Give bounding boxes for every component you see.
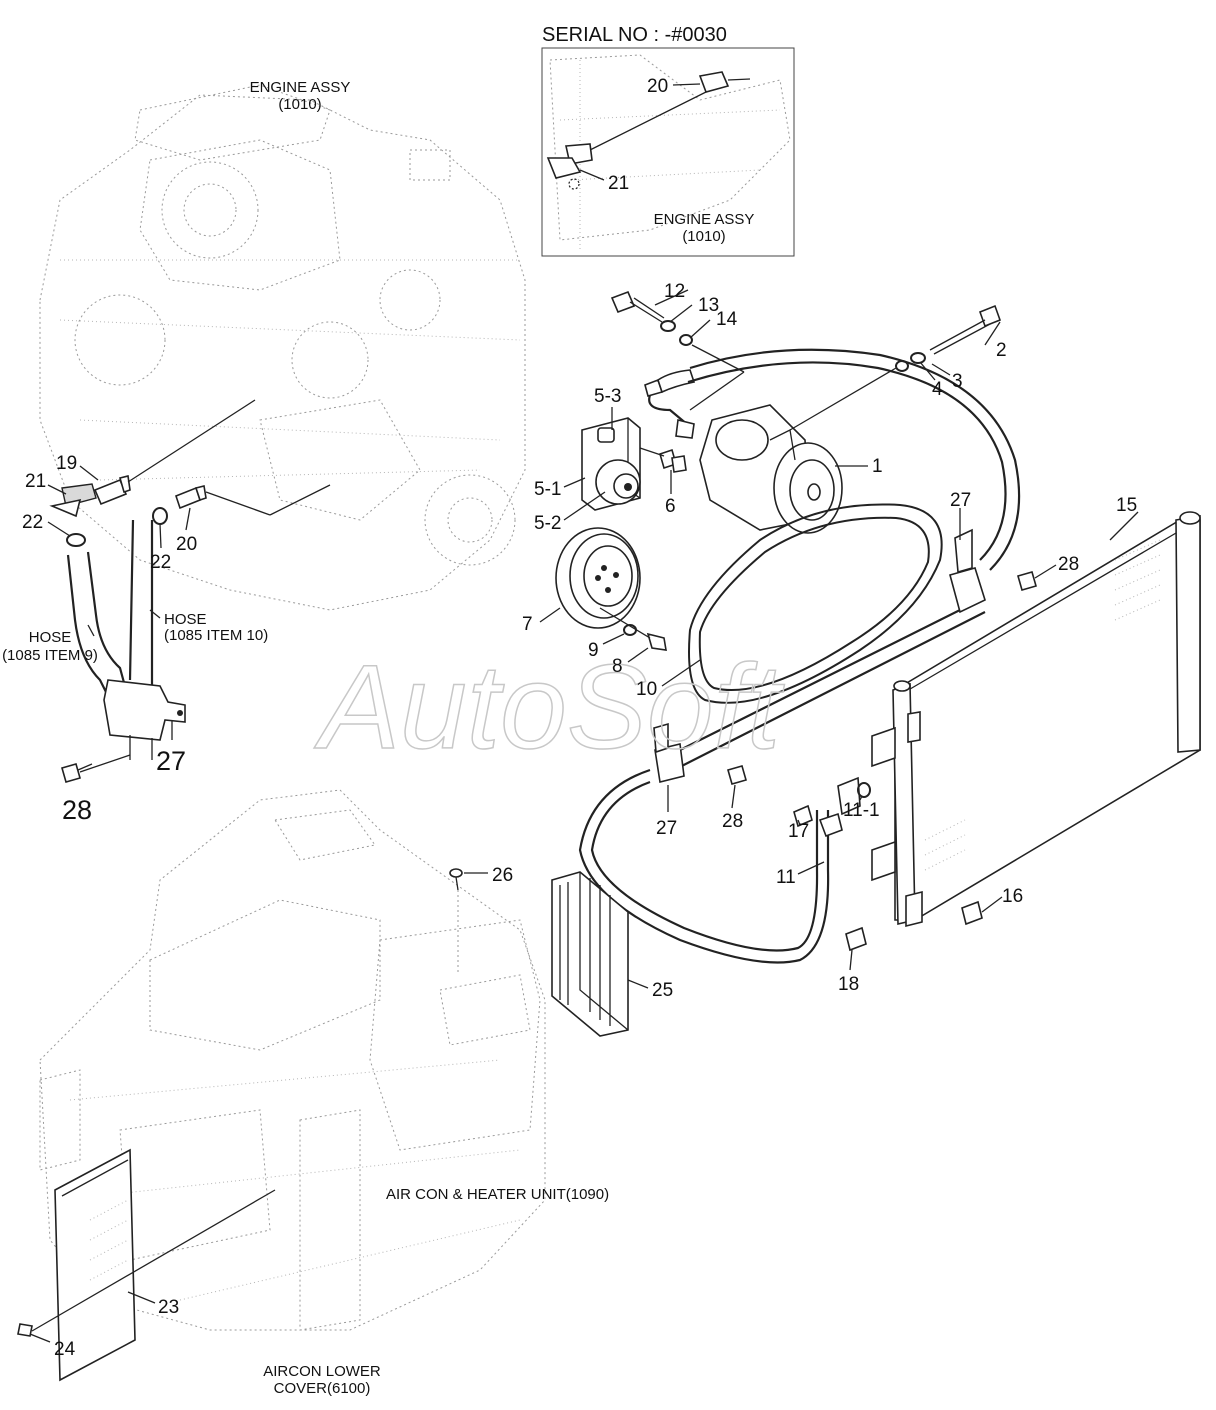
screw-26 [449,868,463,975]
callout-28-right: 28 [1058,554,1079,575]
inset-engine-label: ENGINE ASSY [654,211,755,228]
drain-cock-21-inset [546,143,593,190]
callout-12: 12 [664,281,685,302]
bolt-2 [929,304,1002,355]
aircon-cover-code: COVER(6100) [274,1380,371,1397]
callout-28-left: 28 [62,795,92,825]
callout-26: 26 [492,865,513,886]
callout-24: 24 [54,1339,76,1360]
callout-3: 3 [952,371,963,392]
callout-20: 20 [176,534,197,555]
aircon-unit-label: AIR CON & HEATER UNIT(1090) [386,1186,609,1203]
captions: ENGINE ASSY (1010) HOSE (1085 ITEM 9) HO… [2,79,609,1397]
callout-1: 1 [872,456,883,477]
engine-assy-ghost [39,84,526,611]
callout-21: 21 [25,471,46,492]
callout-6: 6 [665,496,676,517]
callouts: 1 2 3 4 5-1 5-2 5-3 6 7 8 9 10 11 11-1 1… [22,281,1137,1360]
engine-assy-label: ENGINE ASSY [250,79,351,96]
callout-27-top: 27 [950,490,971,511]
filter-25 [551,871,629,1037]
callout-5-1: 5-1 [534,479,561,500]
callout-27-bottom: 27 [656,818,677,839]
bolt-12 [610,290,665,323]
callout-21-inset: 21 [608,173,629,194]
pulley-7 [555,527,641,629]
callout-16: 16 [1002,886,1023,907]
callout-11: 11 [776,867,796,888]
belt-10 [688,503,943,704]
compressor-1 [699,404,843,534]
aircon-unit-ghost [39,789,546,1331]
tube-assembly [578,528,1037,964]
callout-7: 7 [522,614,533,635]
callout-28-bottom: 28 [722,811,743,832]
callout-23: 23 [158,1297,179,1318]
callout-9: 9 [588,640,599,661]
left-hose-assembly [49,399,331,783]
callout-10: 10 [636,679,657,700]
serial-inset: SERIAL NO : -#0030 20 21 ENGINE ASSY (10… [541,24,795,257]
compressor-group [555,290,1002,651]
callout-22-left: 22 [22,512,43,533]
engine-assy-code: (1010) [278,96,321,113]
callout-5-2: 5-2 [534,513,561,534]
serial-title: SERIAL NO : -#0030 [542,24,727,46]
bracket-5-1 [581,417,641,511]
watermark: AutoSoft [314,640,785,774]
aircon-cover-label: AIRCON LOWER [263,1363,381,1380]
hose-9-ref: (1085 ITEM 9) [2,647,98,664]
callout-19: 19 [56,453,77,474]
callout-5-3: 5-3 [594,386,621,407]
cover-23 [17,1148,276,1382]
callout-8: 8 [612,656,623,677]
leader-lines [29,289,1139,1343]
callout-27-left: 27 [156,746,186,776]
hose-fitting-top [644,369,696,439]
callout-2: 2 [996,340,1007,361]
callout-15: 15 [1116,495,1137,516]
hose-9-label: HOSE [29,629,72,646]
callout-14: 14 [716,309,738,330]
pipe-loop-top [687,348,1021,571]
callout-17: 17 [788,821,809,842]
callout-20-inset: 20 [647,76,668,97]
bolt-28-left [61,763,93,783]
nipple-20-inset [698,71,751,93]
callout-4: 4 [932,379,943,400]
hose-10-ref: (1085 ITEM 10) [164,627,268,644]
callout-13: 13 [698,295,719,316]
inset-engine-code: (1010) [682,228,725,245]
callout-22-right: 22 [150,552,171,573]
hose-10-label: HOSE [164,611,207,628]
callout-18: 18 [838,974,859,995]
condenser-15 [871,511,1201,928]
callout-25: 25 [652,980,673,1001]
bolt-6 [659,448,687,473]
callout-11-1: 11-1 [843,800,880,821]
